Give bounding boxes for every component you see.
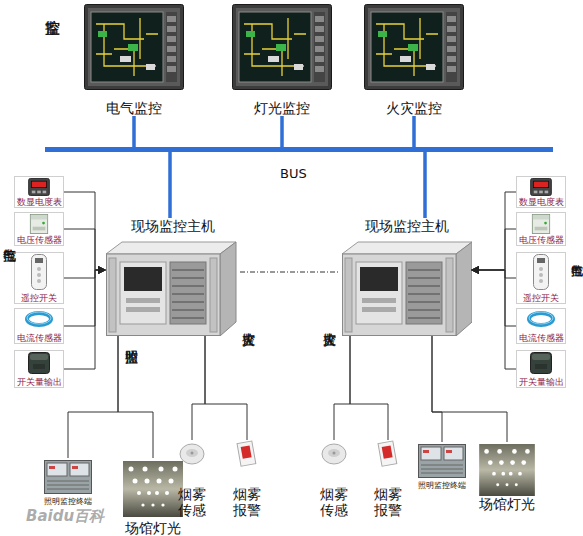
node-text: 火灾监控 <box>386 100 442 116</box>
monitor-picture <box>233 5 332 90</box>
terminal-icon <box>419 445 466 478</box>
connector-line <box>64 270 105 326</box>
connector-line <box>432 336 442 442</box>
smoke-sensor: 烟雾 传感 <box>314 440 354 518</box>
connector-line <box>118 336 153 458</box>
node-text: 遥控开关 <box>21 293 57 303</box>
connector-line <box>68 336 118 458</box>
monitor-picture <box>85 5 184 90</box>
alarm-icon <box>237 441 256 466</box>
node-text: 数显电度表 <box>519 197 564 207</box>
computer-picture <box>106 242 236 336</box>
connector-line <box>64 270 105 278</box>
node-text: 电压传感器 <box>519 235 564 245</box>
bus-line: BUS <box>45 147 553 152</box>
node-text: 数显电度表 <box>17 197 62 207</box>
monitor-station: 火灾监控 <box>360 4 468 116</box>
meter-icon <box>29 178 50 195</box>
smoke-icon <box>322 444 346 464</box>
sensor-icon <box>30 214 47 233</box>
alarm-icon <box>378 441 397 466</box>
device-item: 遥控开关 <box>516 252 566 304</box>
node-text: 现场监控主机 <box>131 218 215 234</box>
node-text: 遥控开关 <box>523 293 559 303</box>
device-item: 电流传感器 <box>516 308 566 344</box>
bus-link <box>168 152 172 218</box>
node-text: 电压传感器 <box>17 235 62 245</box>
venue-lights: 场馆灯光 <box>472 442 542 512</box>
node-text: 灯光监控 <box>254 100 310 116</box>
node-text: 电流传感器 <box>519 333 564 343</box>
node-text: 电流传感器 <box>17 333 62 343</box>
device-item: 遥控开关 <box>14 252 64 304</box>
connector-line <box>472 270 516 326</box>
lighting-terminal: 照明监控终端 <box>416 442 468 490</box>
monitor-picture <box>365 5 464 90</box>
node-text: 开关量输出 <box>17 377 62 387</box>
monitor-station: 灯光监控 <box>228 4 336 116</box>
node-text: 照明监控终端 <box>44 497 92 506</box>
node-text: 现场监控主机 <box>365 218 449 234</box>
ring-icon <box>27 312 51 325</box>
smoke-alarm: 烟雾 报警 <box>227 440 267 518</box>
meter-icon <box>531 178 552 195</box>
terminal-icon <box>45 461 92 494</box>
connector-line <box>64 229 105 270</box>
node-text: 电气监控 <box>106 100 162 116</box>
node-text: 烟雾 报警 <box>371 486 405 518</box>
device-item: 电流传感器 <box>14 308 64 344</box>
lights-icon <box>123 461 183 517</box>
node-text: 烟雾 传感 <box>175 486 209 518</box>
smoke-icon <box>180 444 204 464</box>
device-item: 开关量输出 <box>14 350 64 388</box>
remote-icon <box>534 255 549 290</box>
node-text: 烟雾 传感 <box>317 486 351 518</box>
connector-line <box>472 270 516 369</box>
computer-picture <box>342 242 472 336</box>
bus-link <box>280 116 284 147</box>
bus-link <box>132 116 136 147</box>
module-icon <box>29 353 50 374</box>
connector-line <box>472 192 516 270</box>
connector-line <box>205 336 247 440</box>
lights-icon <box>479 444 535 496</box>
watermark: Baidu百科 <box>26 508 104 525</box>
field-host: 现场监控主机 <box>105 218 240 336</box>
module-icon <box>531 353 552 374</box>
monitor-station: 电气监控 <box>80 4 188 116</box>
connector-line <box>472 270 516 278</box>
bus-link <box>423 152 427 218</box>
remote-icon <box>32 255 47 290</box>
lighting-terminal: 照明监控终端 <box>42 458 94 506</box>
dashed-link <box>240 272 340 273</box>
connector-line <box>472 229 516 270</box>
device-item: 数显电度表 <box>516 176 566 208</box>
sensor-icon <box>532 214 549 233</box>
smoke-sensor: 烟雾 传感 <box>172 440 212 518</box>
connector-line <box>432 336 507 442</box>
node-text: 场馆灯光 <box>479 496 535 512</box>
field-host: 现场监控主机 <box>342 218 472 336</box>
node-text: 开关量输出 <box>519 377 564 387</box>
device-item: 电压传感器 <box>14 212 64 246</box>
connector-line <box>350 336 388 440</box>
device-item: 电压传感器 <box>516 212 566 246</box>
ring-icon <box>529 312 553 325</box>
connector-line <box>64 192 105 270</box>
device-item: 开关量输出 <box>516 350 566 388</box>
device-item: 数显电度表 <box>14 176 64 208</box>
connector-line <box>192 336 205 440</box>
smoke-alarm: 烟雾 报警 <box>368 440 408 518</box>
node-text: 照明监控终端 <box>418 481 466 490</box>
connector-line <box>334 336 350 440</box>
node-text: 场馆灯光 <box>125 520 181 536</box>
bus-link <box>412 116 416 147</box>
node-text: 烟雾 报警 <box>230 486 264 518</box>
node-text: BUS <box>280 167 307 182</box>
connector-line <box>64 270 105 369</box>
